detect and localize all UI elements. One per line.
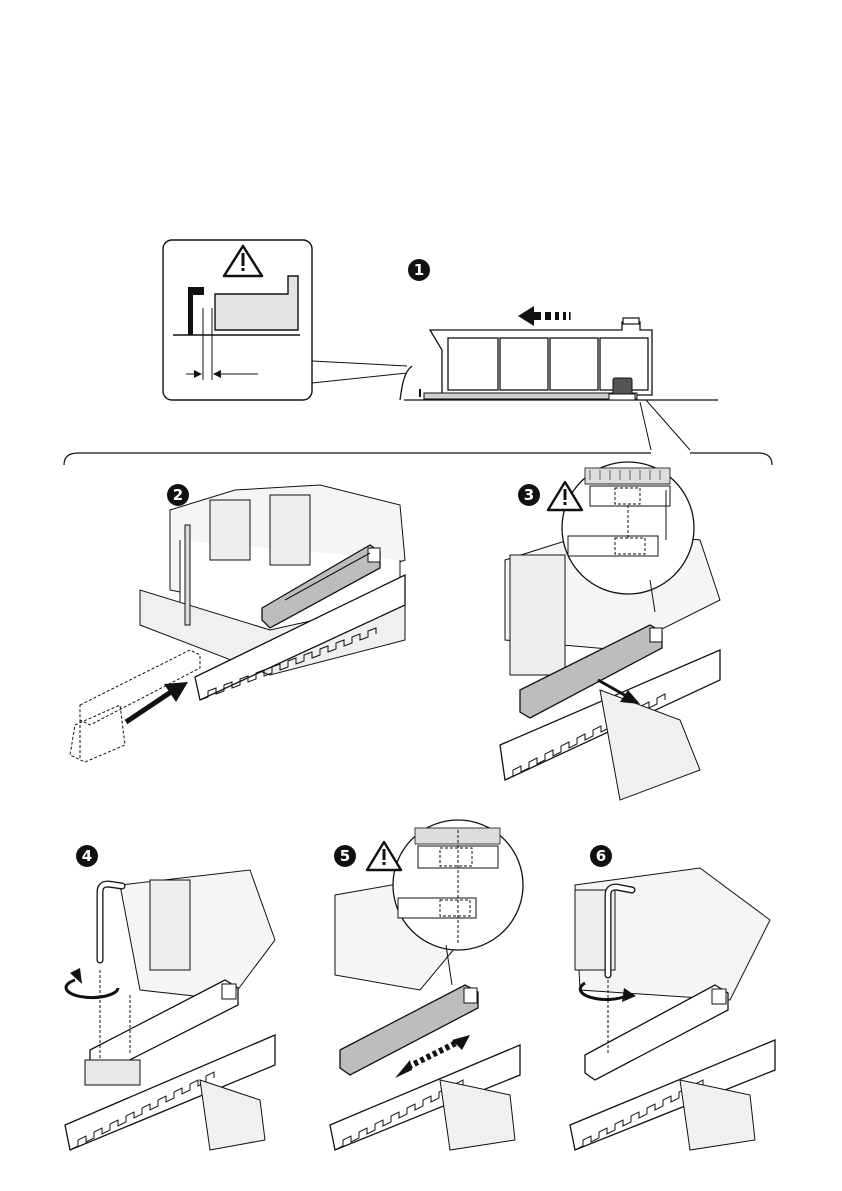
hex-key-icon <box>100 884 122 960</box>
step-number-5: 5 <box>334 845 356 867</box>
step2-illustration <box>70 485 405 762</box>
step6-illustration <box>570 868 775 1150</box>
detail-callout-box <box>163 240 312 400</box>
step5-illustration <box>330 820 523 1150</box>
warning-triangle-icon <box>367 842 401 870</box>
step3-illustration <box>500 462 720 800</box>
step-number-1: 1 <box>408 259 430 281</box>
step-number-3: 3 <box>518 484 540 506</box>
rotate-arrow-icon <box>66 968 118 998</box>
step-number-2: 2 <box>167 484 189 506</box>
sliding-gate-overview <box>400 318 718 400</box>
direction-arrow-icon <box>518 306 571 326</box>
step-number-6: 6 <box>590 845 612 867</box>
step-number-4: 4 <box>76 845 98 867</box>
